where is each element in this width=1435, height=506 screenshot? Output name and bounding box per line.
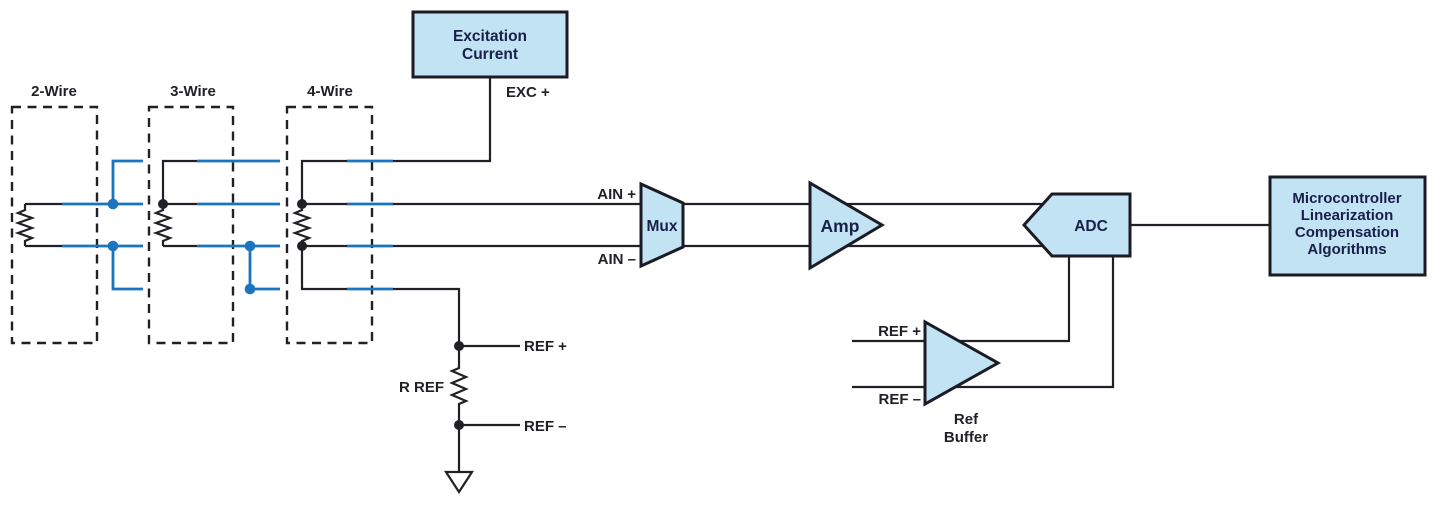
4wire-top-junction-dot [297, 199, 307, 209]
2wire-bottom-junction-dot [107, 240, 119, 252]
4wire-bottom-junction-dot [297, 241, 307, 251]
4wire-label: 4-Wire [307, 83, 353, 100]
adc-shape [1021, 192, 1132, 258]
ain-minus-label: AIN – [598, 251, 636, 268]
2wire-top-tap-wire [111, 159, 143, 204]
2wire-top-junction-dot [107, 198, 119, 210]
ref-buffer-shape [923, 319, 1002, 407]
3wire-tap-junction-dot [244, 240, 256, 252]
adc-label: ADC [1074, 218, 1108, 235]
excitation-wire [393, 77, 492, 163]
ain-plus-label: AIN + [597, 186, 636, 203]
ref-plus-label: REF + [524, 338, 567, 355]
ref-minus-junction-dot [454, 420, 464, 430]
4wire-dashed-box [285, 105, 374, 345]
3wire-dashed-box [147, 105, 235, 345]
refbuf-minus-label: REF – [878, 391, 921, 408]
ref-minus-label: REF – [524, 418, 567, 435]
4wire-top-elbow-wire [300, 159, 347, 204]
micro-label-line2: Linearization [1301, 207, 1394, 224]
ref-plus-junction-dot [454, 341, 464, 351]
2wire-label: 2-Wire [31, 83, 77, 100]
exc-plus-label: EXC + [506, 84, 550, 101]
micro-label-line3: Compensation [1295, 224, 1399, 241]
4wire-rtd-resistor [291, 204, 313, 246]
ground-symbol [443, 425, 475, 495]
excitation-current-block [411, 10, 569, 79]
amp-label: Amp [821, 216, 860, 236]
3wire-tap-wire [248, 246, 280, 291]
r-ref-label: R REF [399, 379, 444, 396]
r-ref-resistor [449, 346, 469, 425]
3wire-rtd-resistor [152, 204, 174, 246]
micro-label-line4: Algorithms [1307, 241, 1386, 258]
blue-wires [62, 159, 393, 291]
ground-icon [443, 470, 475, 495]
excitation-label-line1: Excitation [453, 28, 527, 45]
ref-buffer-label-line1: Ref [954, 411, 979, 428]
3wire-top-junction-dot [158, 199, 168, 209]
2wire-bottom-tap-wire [111, 246, 143, 291]
2wire-rtd-resistor [14, 204, 36, 246]
excitation-label-line2: Current [462, 46, 518, 63]
microcontroller-block [1268, 175, 1427, 277]
3wire-label: 3-Wire [170, 83, 216, 100]
4wire-bottom-elbow-wire [300, 246, 347, 291]
ref-sense-wire [393, 287, 461, 346]
mux-shape [639, 181, 685, 269]
mux-label: Mux [647, 218, 678, 235]
2wire-dashed-box [10, 105, 99, 345]
junction-dots [107, 198, 464, 430]
micro-label-line1: Microcontroller [1292, 190, 1401, 207]
amp-shape [808, 180, 885, 271]
3wire-top-elbow-wire [161, 159, 197, 204]
refbuf-plus-label: REF + [878, 323, 921, 340]
resistors [14, 204, 469, 425]
3wire-lower-junction-dot [244, 283, 256, 295]
ref-buffer-label-line2: Buffer [944, 429, 988, 446]
